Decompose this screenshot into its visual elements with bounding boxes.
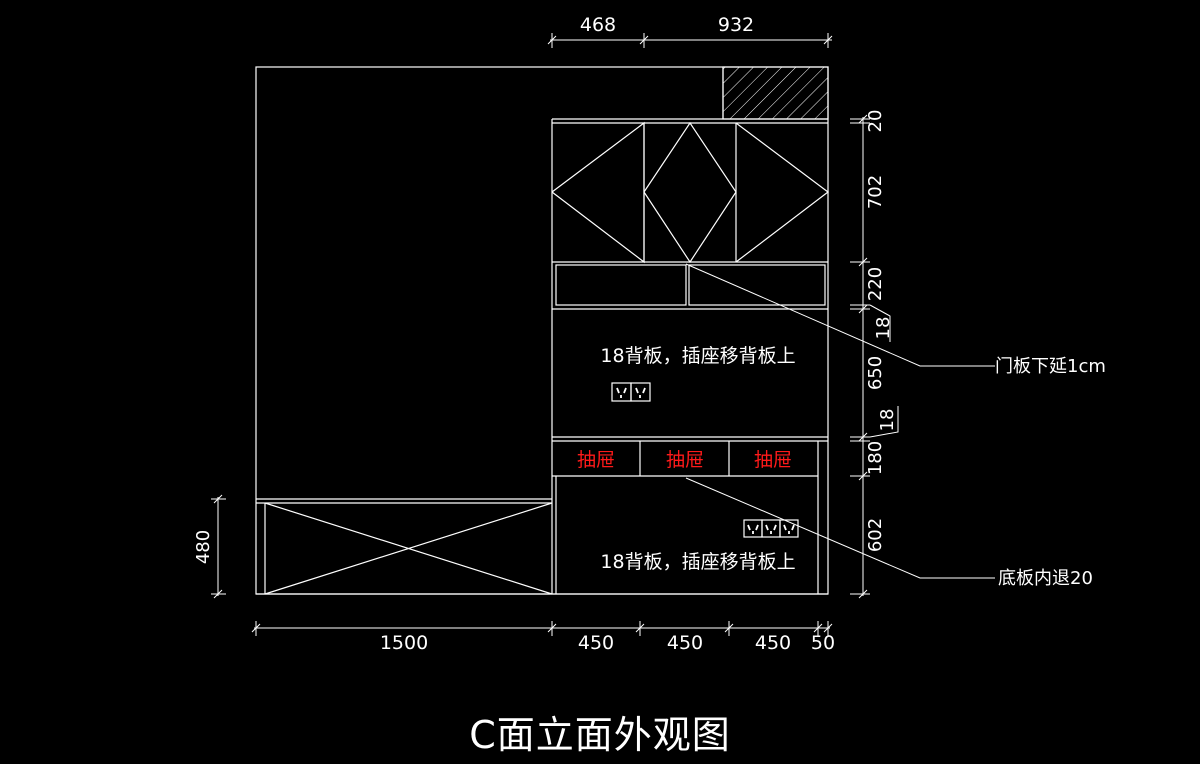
bottom-dimension-5: 50 (811, 632, 835, 654)
top-dimension-line (547, 33, 833, 48)
bottom-dimension-1: 1500 (380, 632, 428, 654)
bottom-dimension-4: 450 (755, 632, 791, 654)
right-dimension-6: 602 (865, 518, 886, 552)
right-inner-dimension-1: 18 (873, 317, 894, 340)
left-dimension-line (211, 494, 226, 599)
base-recess-leader-line (685, 477, 995, 579)
right-inner-dimension-2: 18 (877, 409, 898, 432)
bottom-dimension-3: 450 (667, 632, 703, 654)
drawing-title: C面立面外观图 (469, 713, 731, 757)
elevation-outline (255, 66, 829, 595)
base-recess-note: 底板内退20 (998, 568, 1093, 589)
top-dimension-1: 468 (580, 14, 616, 36)
right-dimension-line (850, 114, 899, 599)
right-dimension-2: 702 (865, 175, 886, 209)
left-dimension-1: 480 (193, 530, 214, 564)
bottom-dimension-line (251, 621, 833, 636)
right-dimension-3: 220 (865, 267, 886, 301)
upper-door-2-open-mark (643, 121, 737, 264)
upper-door-1-open-mark (551, 121, 645, 264)
small-compartment-right (688, 264, 826, 306)
small-compartment-left (555, 264, 687, 306)
electrical-outlet-icon (743, 519, 799, 538)
drawer-label-2: 抽屉 (666, 449, 704, 471)
upper-back-panel-note: 18背板，插座移背板上 (600, 345, 795, 367)
bottom-dimension-2: 450 (578, 632, 614, 654)
upper-door-3-open-mark (735, 122, 829, 263)
electrical-outlet-icon (611, 382, 651, 402)
door-extend-leader-line (685, 263, 995, 367)
lower-back-panel-note: 18背板，插座移背板上 (600, 551, 795, 573)
hatched-column (722, 66, 829, 120)
low-cabinet-cross-2 (264, 502, 553, 595)
drawer-label-3: 抽屉 (754, 449, 792, 471)
right-dimension-1: 20 (865, 110, 886, 133)
top-dimension-2: 932 (718, 14, 754, 36)
right-dimension-4: 650 (865, 356, 886, 390)
right-dimension-5: 180 (865, 441, 886, 475)
drawer-label-1: 抽屉 (577, 449, 615, 471)
door-extend-note: 门板下延1cm (995, 356, 1106, 377)
